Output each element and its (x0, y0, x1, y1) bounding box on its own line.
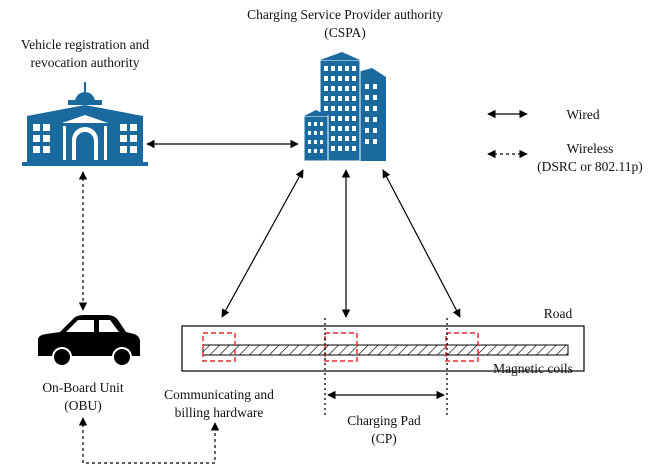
legend-wired-label: Wired (566, 107, 599, 122)
wireless-link-obu-hardware (78, 417, 220, 464)
office-buildings-icon (303, 52, 386, 162)
wired-link-cspa-left-hw (221, 169, 304, 318)
magnetic-coil-strip (202, 344, 569, 356)
coil-hardware-box-2 (324, 332, 358, 362)
car-icon (38, 315, 140, 367)
wired-link-cspa-right-hw (382, 169, 461, 318)
vehicle-authority-subtitle: revocation authority (30, 55, 139, 70)
vehicle-authority-title: Vehicle registration and (21, 37, 149, 52)
cp-acronym: (CP) (371, 431, 397, 446)
legend-wireless-label: Wireless (567, 141, 614, 156)
legend-wireless-detail: (DSRC or 802.11p) (537, 159, 643, 174)
cspa-title: Charging Service Provider authority (247, 7, 443, 22)
coil-hardware-box-1 (202, 332, 236, 362)
hardware-label-2: billing hardware (175, 405, 264, 420)
coil-hardware-box-3 (445, 332, 479, 362)
road-box (181, 325, 585, 372)
cspa-acronym: (CSPA) (324, 25, 366, 40)
obu-label: On-Board Unit (42, 380, 124, 395)
hardware-label: Communicating and (164, 387, 274, 402)
obu-acronym: (OBU) (64, 398, 102, 413)
cp-label: Charging Pad (347, 413, 421, 428)
road-label: Road (544, 306, 573, 321)
government-building-icon (22, 82, 148, 166)
magnetic-coils-label: Magnetic coils (493, 361, 573, 376)
